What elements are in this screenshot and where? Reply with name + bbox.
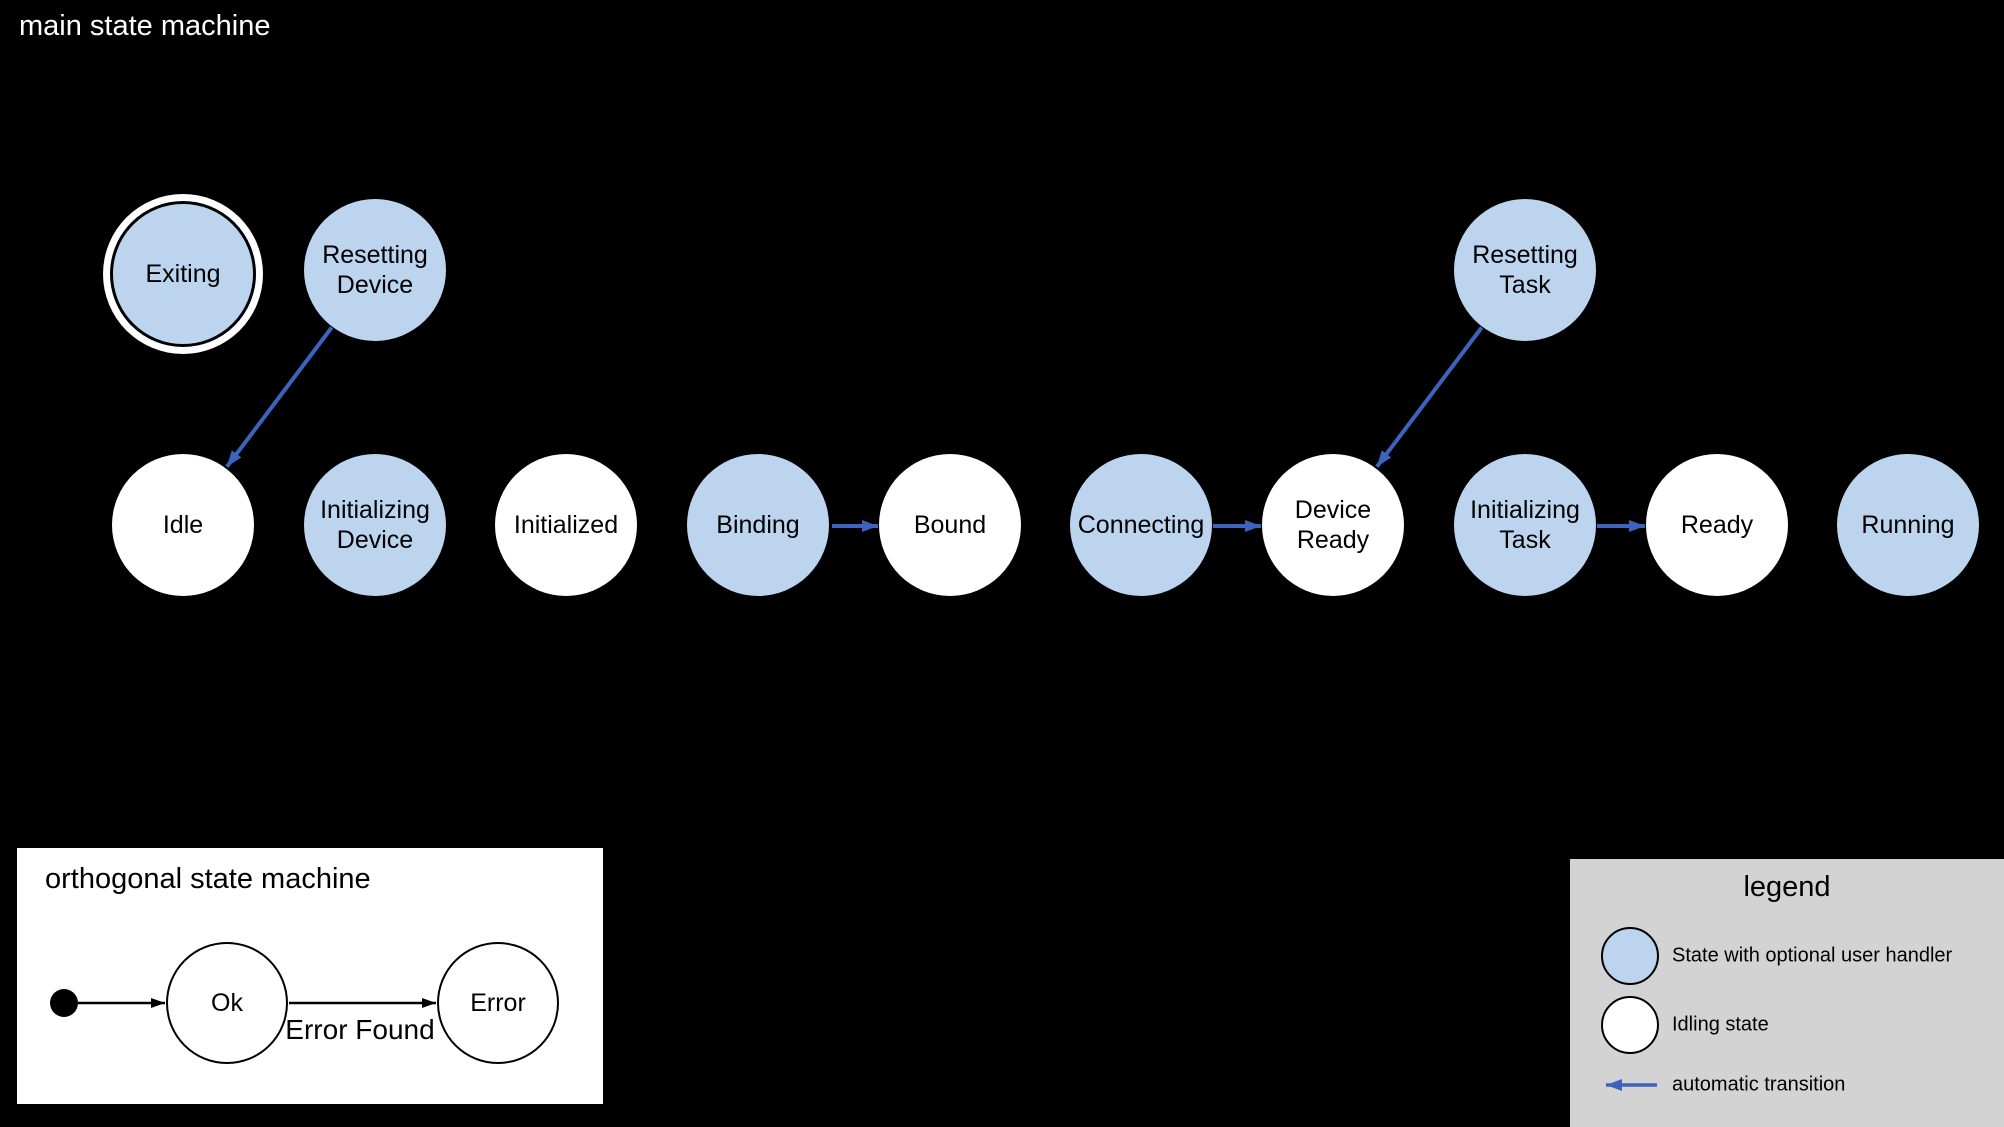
state-binding: Binding (687, 454, 829, 596)
legend-item-user-handler-label: State with optional user handler (1672, 944, 1953, 967)
state-resetting-device: Resetting Device (304, 199, 446, 341)
transition-label-error-found: Error Found (285, 1014, 435, 1045)
state-exiting: Exiting (110, 201, 256, 347)
state-device-ready: Device Ready (1262, 454, 1404, 596)
state-user-handler-swatch (1601, 927, 1659, 985)
state-initializing-device: Initializing Device (304, 454, 446, 596)
state-connecting: Connecting (1070, 454, 1212, 596)
legend-title: legend (1743, 871, 1831, 903)
state-ok: Ok (166, 942, 288, 1064)
state-idle: Idle (112, 454, 254, 596)
state-initialized: Initialized (495, 454, 637, 596)
state-error: Error (437, 942, 559, 1064)
state-ready: Ready (1646, 454, 1788, 596)
transition-resetting-task-to-device-ready (1375, 326, 1484, 468)
state-running: Running (1837, 454, 1979, 596)
main-diagram-title: main state machine (19, 10, 271, 42)
state-bound: Bound (879, 454, 1021, 596)
state-initializing-task: Initializing Task (1454, 454, 1596, 596)
state-resetting-task: Resetting Task (1454, 199, 1596, 341)
orthogonal-machine-panel: orthogonal state machine Ok Error Error … (17, 848, 603, 1104)
idling-state-swatch (1601, 996, 1659, 1054)
orthogonal-machine-title: orthogonal state machine (45, 863, 371, 895)
transition-resetting-device-to-idle (225, 326, 334, 468)
legend-panel: legend State with optional user handler … (1570, 859, 2004, 1127)
legend-item-idling-state-label: Idling state (1672, 1013, 1769, 1036)
legend-item-automatic-transition-label: automatic transition (1672, 1073, 1846, 1096)
